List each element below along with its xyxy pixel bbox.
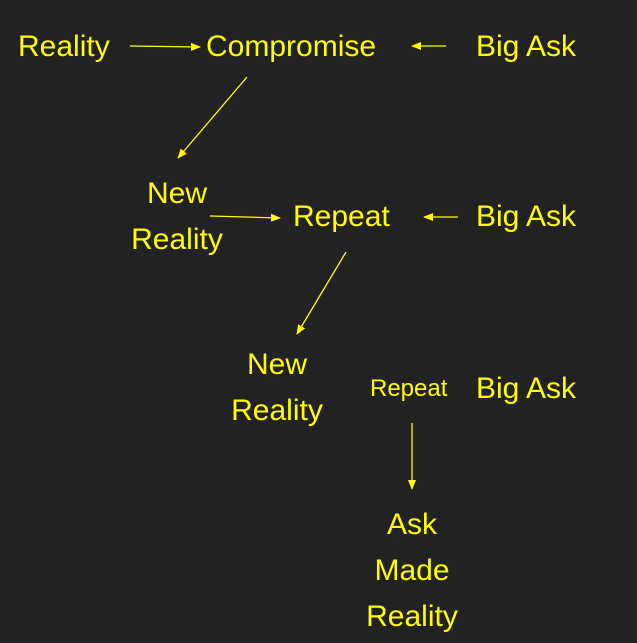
arrow-compromise-to-new-reality: [177, 76, 248, 159]
arrow-new-reality-to-repeat: [209, 213, 281, 222]
label-ask-made-reality: Ask Made Reality: [352, 502, 472, 640]
label-big-ask-2: Big Ask: [476, 200, 577, 233]
new-reality-2-line-1: New: [246, 348, 307, 381]
label-compromise: Compromise: [206, 30, 377, 63]
arrow-repeat-to-new-reality: [296, 251, 347, 335]
new-reality-1-line-2: Reality: [131, 223, 223, 256]
label-big-ask-1: Big Ask: [476, 30, 577, 63]
label-new-reality-1: New Reality: [120, 171, 234, 263]
label-repeat-1: Repeat: [293, 200, 390, 233]
ask-made-reality-line-1: Ask: [386, 508, 437, 541]
label-big-ask-3: Big Ask: [476, 372, 577, 405]
ask-made-reality-line-2: Made: [374, 554, 450, 587]
new-reality-1-line-1: New: [146, 177, 207, 210]
label-new-reality-2: New Reality: [220, 342, 334, 434]
label-reality: Reality: [18, 30, 110, 63]
new-reality-2-line-2: Reality: [231, 394, 323, 427]
label-repeat-2: Repeat: [370, 375, 448, 402]
ask-made-reality-line-3: Reality: [366, 600, 458, 633]
arrow-reality-to-compromise: [129, 42, 201, 51]
